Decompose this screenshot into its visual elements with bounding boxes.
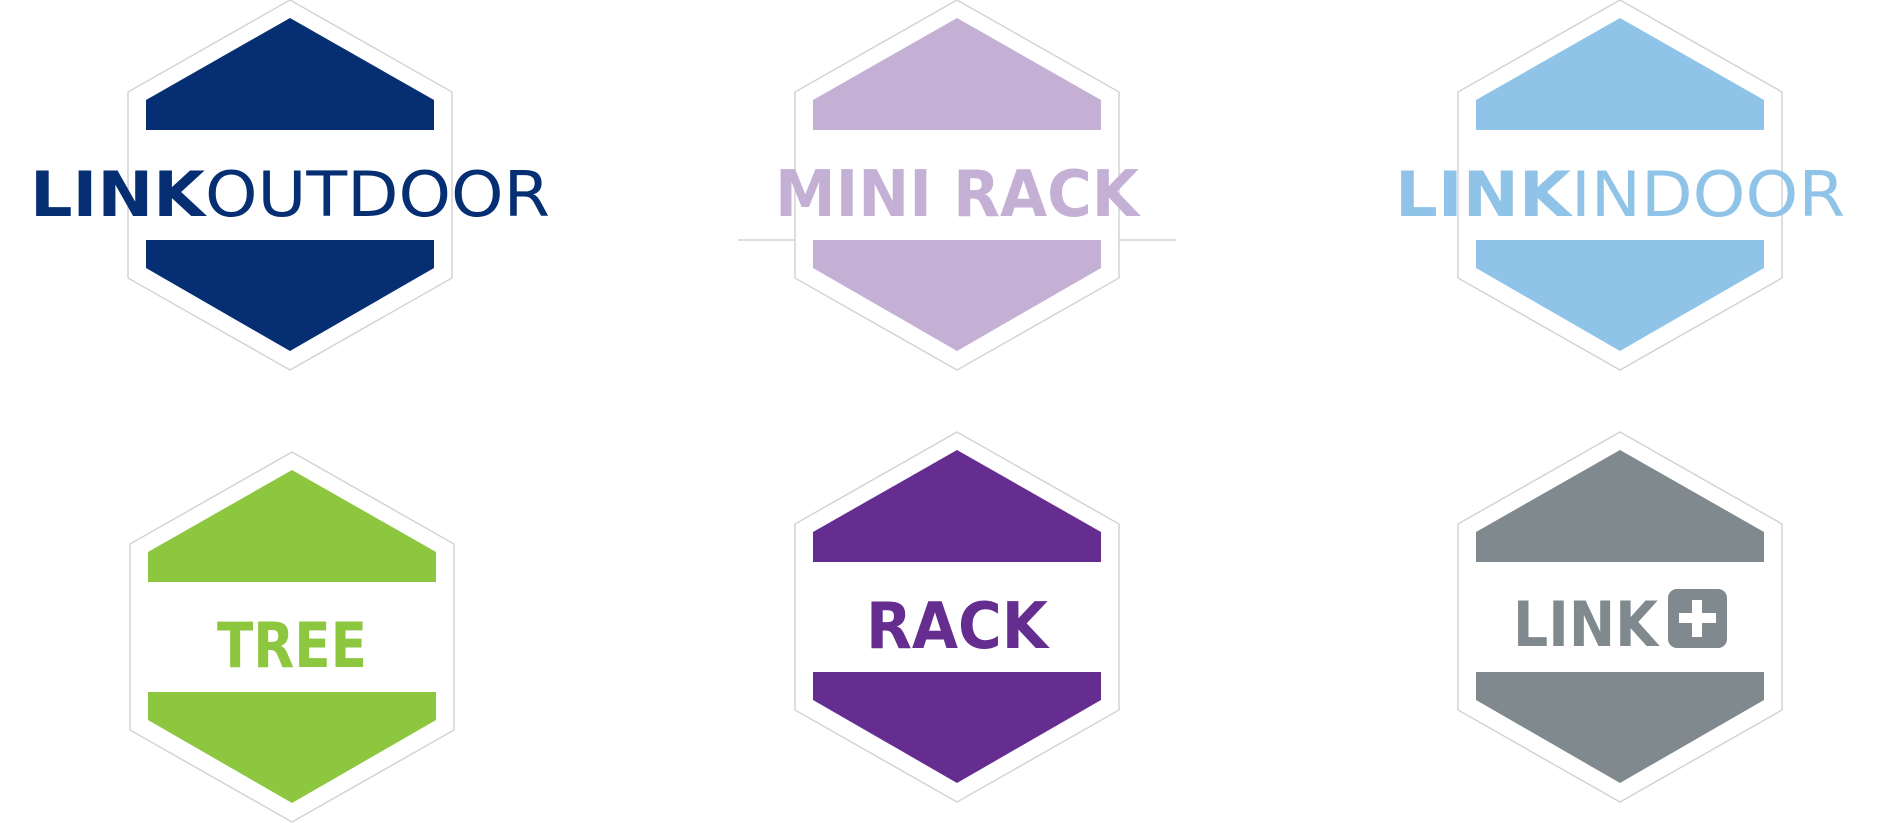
badge-top-band — [813, 450, 1101, 562]
badge-bottom-band — [146, 240, 434, 351]
badge-bottom-band — [813, 672, 1101, 783]
badge-mini-rack: MINI RACK — [738, 0, 1176, 371]
badge-bottom-band — [148, 692, 436, 803]
badge-label: MINI RACK — [775, 158, 1141, 232]
badge-top-band — [1476, 18, 1764, 130]
badge-label: RACK — [866, 590, 1050, 664]
badge-top-band — [146, 18, 434, 130]
badge-top-band — [148, 470, 436, 582]
badge-label: TREE — [217, 609, 367, 682]
badge-bottom-band — [1476, 672, 1764, 783]
badge-top-band — [1476, 450, 1764, 562]
badge-tree: TREE — [129, 451, 455, 823]
badge-top-band — [813, 18, 1101, 130]
badge-label: LINK — [1513, 588, 1660, 661]
badge-bottom-band — [1476, 240, 1764, 351]
badge-link-plus: LINK — [1457, 431, 1783, 803]
badge-bottom-band — [813, 240, 1101, 351]
badge-rack: RACK — [794, 431, 1120, 803]
plus-square-icon — [1668, 589, 1727, 648]
